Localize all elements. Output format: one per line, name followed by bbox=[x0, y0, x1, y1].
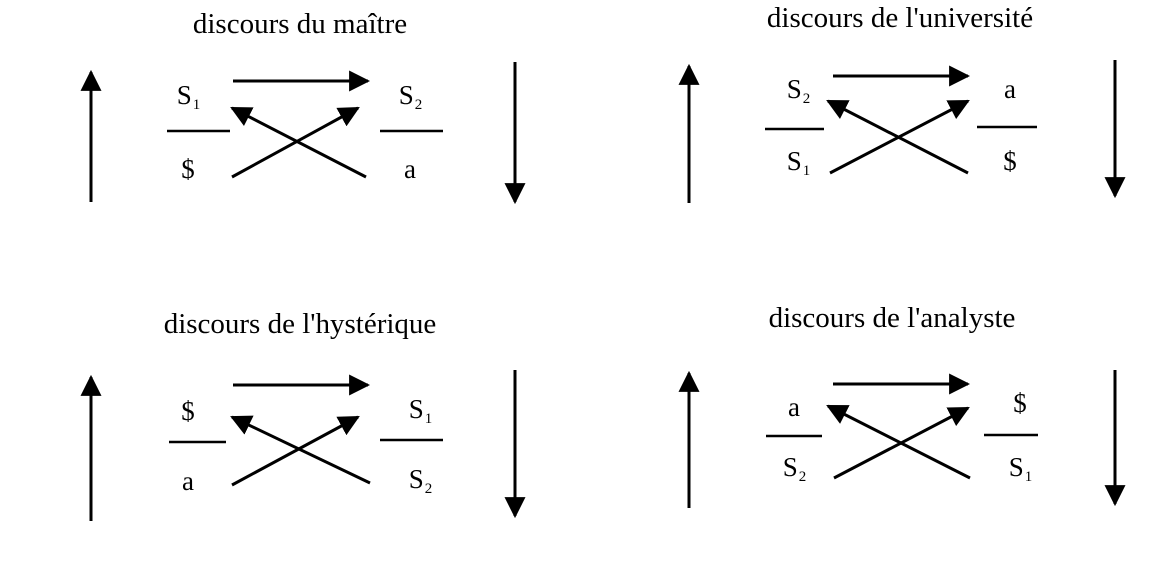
term-bottom-right: $ bbox=[1003, 146, 1017, 176]
cross-arrow-to-top-right bbox=[231, 106, 360, 179]
term-top-right: S1 bbox=[408, 394, 433, 427]
diagram-master-discourse: discours du maître S1 $ S2 a bbox=[70, 0, 610, 250]
diagram-university-discourse: discours de l'université S2 S1 a $ bbox=[670, 0, 1160, 250]
term-bottom-right: S2 bbox=[408, 464, 433, 497]
cross-arrow-to-top-right bbox=[231, 415, 360, 487]
cross-arrow-to-top-left bbox=[230, 106, 367, 179]
term-bottom-right: a bbox=[404, 154, 416, 184]
term-top-right: $ bbox=[1013, 388, 1027, 418]
term-bottom-left: S2 bbox=[782, 452, 807, 485]
cross-arrow-to-top-left bbox=[826, 99, 969, 175]
diagram-hysteric-discourse: discours de l'hystérique $ a S1 S2 bbox=[70, 300, 610, 550]
term-top-left: $ bbox=[181, 396, 195, 426]
cross-arrow-to-top-left bbox=[230, 415, 371, 485]
term-bottom-left: S1 bbox=[786, 146, 811, 179]
term-bottom-right: S1 bbox=[1008, 452, 1033, 485]
diagram-arrows bbox=[678, 370, 1126, 508]
cross-arrow-to-top-left bbox=[826, 404, 971, 480]
term-bottom-left: $ bbox=[181, 154, 195, 184]
term-bottom-left: a bbox=[182, 466, 194, 496]
term-top-left: a bbox=[788, 392, 800, 422]
term-top-left: S2 bbox=[786, 74, 811, 107]
diagram-arrows bbox=[678, 60, 1126, 203]
diagram-title: discours du maître bbox=[192, 8, 408, 40]
term-top-left: S1 bbox=[176, 80, 201, 113]
diagram-analyst-discourse: discours de l'analyste a S2 $ S1 bbox=[670, 300, 1160, 550]
diagram-arrows bbox=[80, 370, 526, 521]
diagram-title: discours de l'université bbox=[766, 2, 1034, 34]
diagram-arrows bbox=[80, 62, 526, 205]
term-top-right: a bbox=[1004, 74, 1016, 104]
term-top-right: S2 bbox=[398, 80, 423, 113]
diagram-title: discours de l'analyste bbox=[768, 302, 1016, 334]
diagram-title: discours de l'hystérique bbox=[163, 308, 437, 340]
